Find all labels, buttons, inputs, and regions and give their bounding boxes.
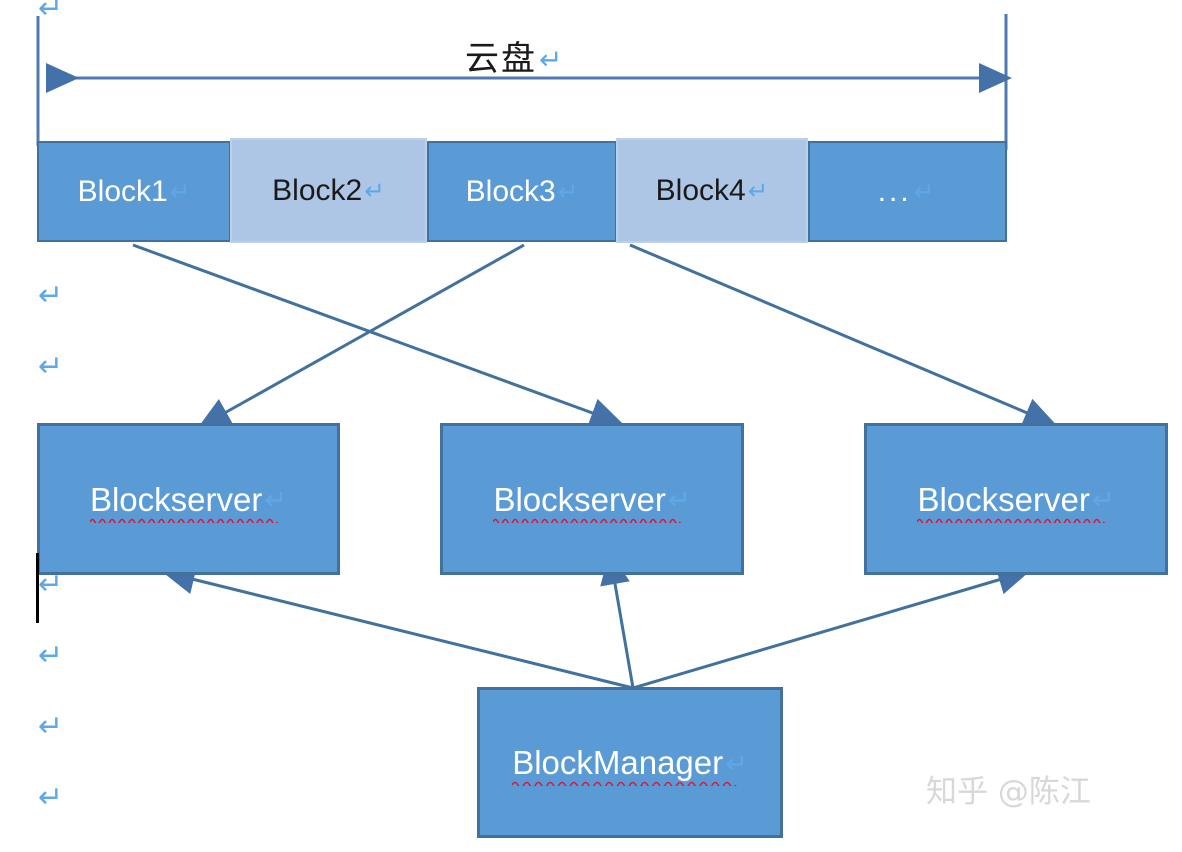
linebreak-icon: ↵ [725,748,748,779]
spellcheck-squiggle-icon [493,517,690,523]
margin-linebreak-icon-7: ↵ [38,780,64,815]
block-item-4[interactable]: Block4↵ [616,138,808,243]
linebreak-icon: ↵ [557,178,579,206]
block-item-3[interactable]: Block3↵ [427,141,617,242]
margin-linebreak-icon-5: ↵ [38,638,64,673]
block-label: Block2↵ [272,173,385,207]
watermark: 知乎 @陈江 [926,774,1091,810]
spellcheck-squiggle-icon [512,780,748,786]
blockmanager-box[interactable]: BlockManager↵ [477,687,783,838]
connector-block1-to-server2 [132,243,624,428]
blockserver-label: Blockserver↵ [917,483,1115,516]
margin-linebreak-icon-4: ↵ [38,567,64,602]
margin-linebreak-icon-6: ↵ [38,709,64,744]
blockserver-2[interactable]: Blockserver↵ [440,423,744,575]
margin-linebreak-icon-1: ↵ [38,0,64,26]
spellcheck-squiggle-icon [90,517,287,523]
blockmanager-label: BlockManager↵ [512,746,748,779]
block-label: Block1↵ [77,174,191,208]
block-label: Block4↵ [655,173,769,207]
block-label: Block3↵ [465,174,579,208]
linebreak-icon: ↵ [747,177,769,205]
margin-linebreak-icon-3: ↵ [38,349,64,384]
block-label: ...↵ [877,174,938,208]
linebreak-icon: ↵ [169,178,191,206]
linebreak-icon: ↵ [1091,485,1115,516]
linebreak-icon: ↵ [264,485,288,516]
blockserver-label: Blockserver↵ [89,483,288,516]
linebreak-icon: ↵ [364,177,385,205]
connector-manager-to-server3 [632,565,1031,690]
connector-manager-to-server1 [161,564,634,690]
blockserver-1[interactable]: Blockserver↵ [37,423,340,575]
connector-block4-to-server3 [629,243,1057,427]
connector-block3-to-server1 [197,243,525,429]
connector-manager-to-server2 [600,551,635,689]
blockserver-label: Blockserver↵ [493,483,691,516]
blockserver-3[interactable]: Blockserver↵ [864,423,1168,575]
block-item-1[interactable]: Block1↵ [37,141,231,242]
spellcheck-squiggle-icon [917,517,1114,523]
linebreak-icon: ↵ [539,42,565,76]
text-caret [36,553,39,623]
span-label: 云盘↵ [465,42,564,76]
linebreak-icon: ↵ [913,178,938,206]
block-item-5[interactable]: ...↵ [808,141,1007,242]
block-item-2[interactable]: Block2↵ [230,138,427,243]
span-label-text: 云盘 [465,39,537,79]
margin-linebreak-icon-2: ↵ [38,278,64,313]
linebreak-icon: ↵ [667,485,691,516]
